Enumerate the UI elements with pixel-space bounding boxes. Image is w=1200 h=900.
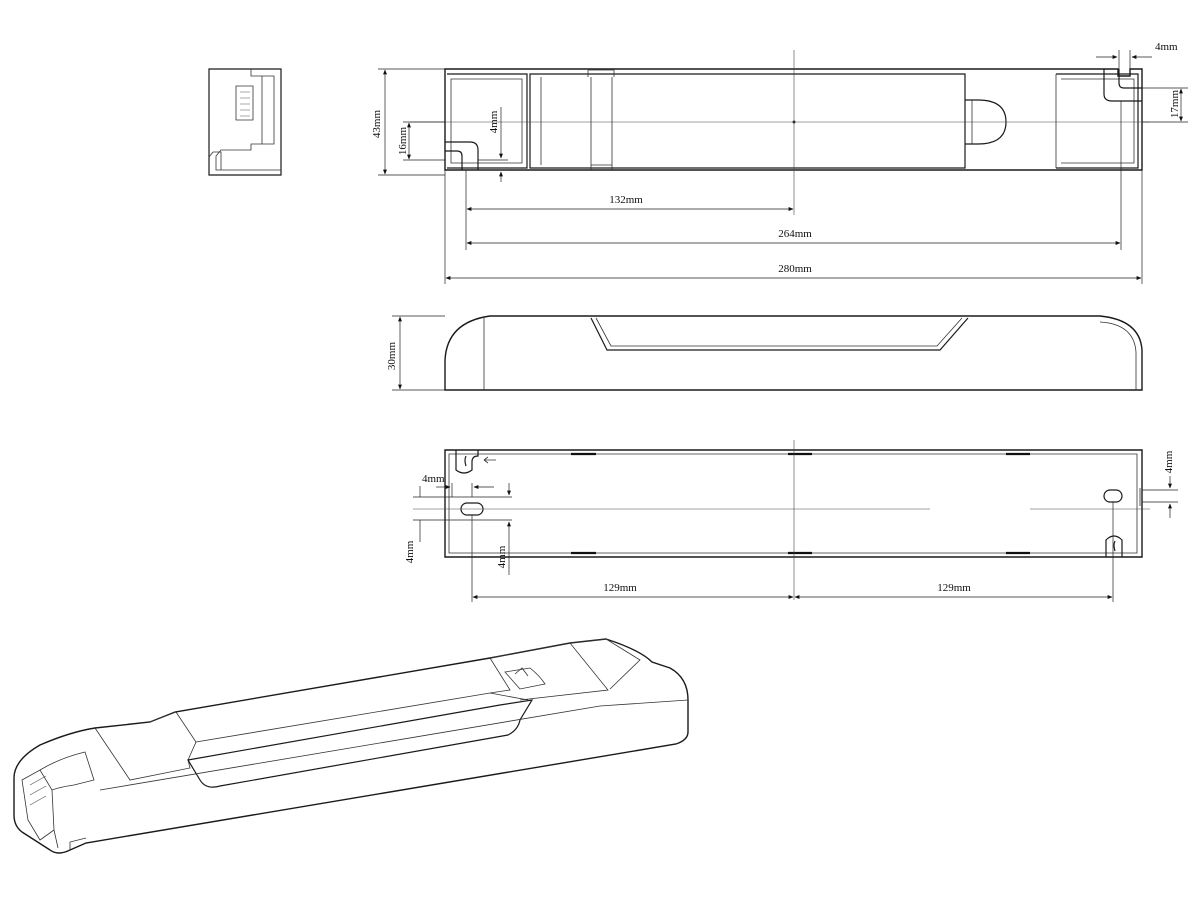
dim-16mm: 16mm (397, 127, 409, 156)
dim-17mm: 17mm (1169, 90, 1181, 119)
side-view: 30mm (386, 315, 1143, 391)
end-view (208, 68, 282, 176)
isometric-view (13, 638, 689, 854)
dim-4mm-bottom-vertical: 4mm (404, 540, 416, 563)
dim-264mm: 264mm (778, 228, 812, 240)
dim-4mm-bottom-slot: 4mm (496, 545, 508, 568)
top-view: 43mm 16mm 4mm 4mm 17mm 132mm 264mm 280mm (371, 41, 1188, 284)
dim-4mm-bottom-right: 4mm (1163, 450, 1175, 473)
dim-30mm: 30mm (386, 342, 398, 371)
dim-132mm: 132mm (609, 194, 643, 206)
dim-129mm-right: 129mm (937, 582, 971, 594)
dim-4mm-slot-top: 4mm (488, 110, 500, 133)
dim-280mm: 280mm (778, 263, 812, 275)
dim-129mm-left: 129mm (603, 582, 637, 594)
dim-4mm-top: 4mm (1155, 41, 1178, 53)
dim-43mm: 43mm (371, 110, 383, 139)
dim-4mm-bottom-left: 4mm (422, 473, 445, 485)
bottom-view: 4mm 4mm 4mm 4mm 129mm 129mm (404, 440, 1178, 602)
